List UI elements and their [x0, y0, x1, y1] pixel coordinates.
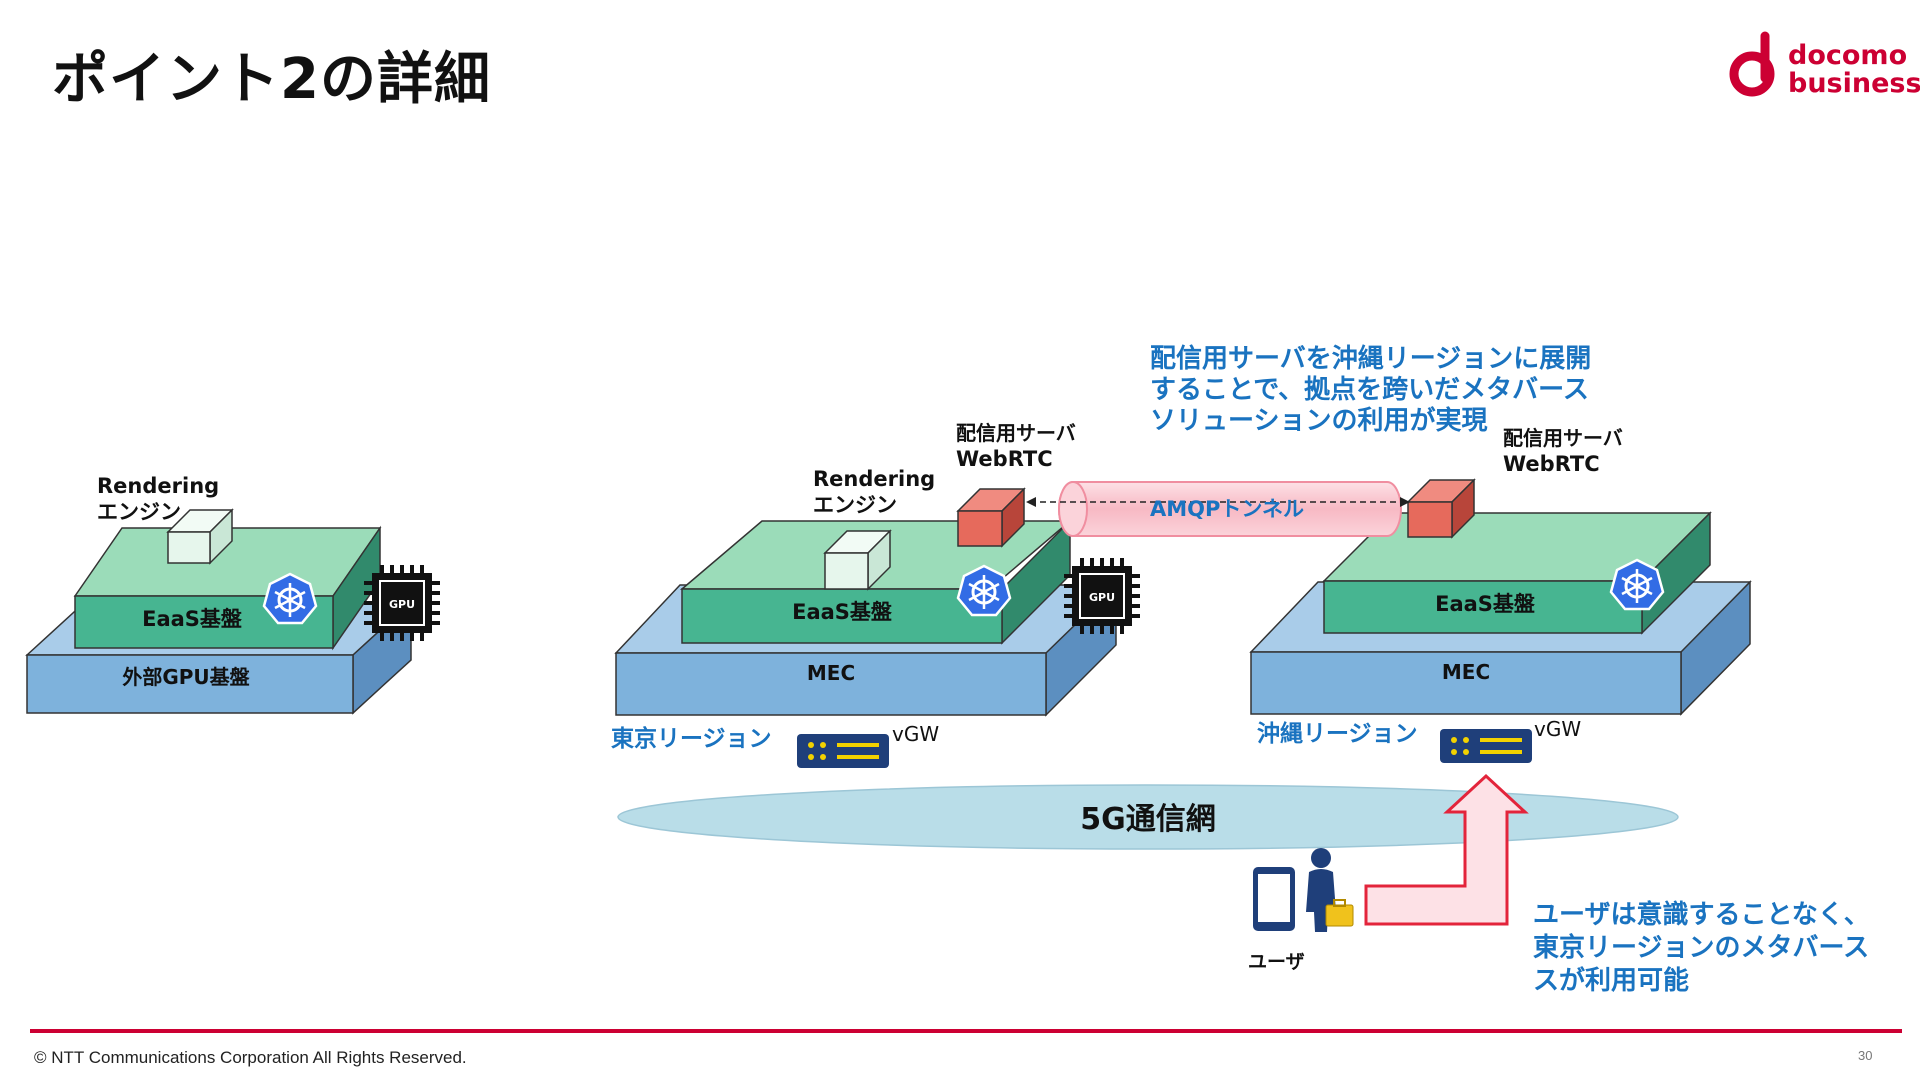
person-icon [1306, 848, 1336, 932]
left-rendering-label-2: エンジン [97, 500, 181, 524]
tokyo-gpu-chip-icon: GPU [1062, 556, 1142, 636]
left-base-label: 外部GPU基盤 [122, 665, 250, 689]
tokyo-eaas-label: EaaS基盤 [792, 600, 893, 624]
user-label: ユーザ [1248, 951, 1305, 973]
left-gpu-chip-icon: GPU [362, 563, 442, 643]
bottom-callout-line-3: スが利用可能 [1533, 965, 1689, 996]
5g-network-label: 5G通信網 [1080, 802, 1216, 837]
okinawa-mec-stack: 配信用サーバ WebRTC EaaS基盤 MEC 沖縄リージョン vGW [1249, 426, 1752, 763]
left-rendering-cube-front [167, 531, 211, 564]
page-title: ポイント2の詳細 [52, 47, 491, 112]
bottom-callout-line-2: 東京リージョンのメタバース [1533, 932, 1869, 963]
okinawa-base-front [1250, 651, 1682, 715]
top-callout: 配信用サーバを沖縄リージョンに展開 することで、拠点を跨いだメタバース ソリュー… [1150, 344, 1591, 436]
docomo-business-logo: docomo business [1728, 30, 1920, 102]
logo-line2: business [1788, 68, 1920, 99]
amqp-arrow-right-icon [1400, 497, 1410, 507]
left-gpu-stack: Rendering エンジン EaaS基盤 外部GPU基盤 GPU [25, 474, 442, 715]
left-gpu-chip-label: GPU [389, 598, 415, 611]
user-group: ユーザ [1248, 848, 1354, 973]
okinawa-server-label-1: 配信用サーバ [1503, 426, 1623, 450]
left-rendering-label-1: Rendering [97, 474, 219, 498]
smartphone-icon [1253, 867, 1295, 931]
tokyo-server-cube-front [957, 510, 1003, 547]
user-access-arrow [1364, 773, 1529, 926]
tokyo-rendering-cube-front [824, 552, 869, 590]
top-callout-line-3: ソリューションの利用が実現 [1150, 405, 1487, 436]
tokyo-eaas-front [681, 588, 1003, 644]
amqp-tunnel-opening [1058, 481, 1088, 537]
okinawa-eaas-label: EaaS基盤 [1435, 592, 1536, 616]
amqp-arrow-left-icon [1026, 497, 1036, 507]
top-callout-line-2: することで、拠点を跨いだメタバース [1150, 374, 1589, 405]
tokyo-rendering-label-2: エンジン [813, 493, 897, 517]
okinawa-server-cube-front [1407, 501, 1453, 538]
copyright-text: © NTT Communications Corporation All Rig… [34, 1048, 467, 1067]
tokyo-base-front [615, 652, 1047, 716]
tokyo-gpu-chip-label: GPU [1089, 591, 1115, 604]
bent-arrow-icon [1364, 773, 1529, 926]
amqp-tunnel-label: AMQPトンネル [1150, 497, 1304, 521]
briefcase-icon [1325, 899, 1354, 927]
okinawa-region-label: 沖縄リージョン [1257, 721, 1418, 747]
left-base-front [26, 654, 354, 714]
okinawa-vgw-icon [1440, 729, 1532, 763]
tokyo-mec-stack: Rendering エンジン 配信用サーバ WebRTC EaaS基盤 MEC … [611, 421, 1142, 768]
amqp-tunnel: AMQPトンネル [1026, 481, 1410, 537]
tokyo-server-label-1: 配信用サーバ [956, 421, 1076, 445]
docomo-d-mark-icon [1729, 31, 1775, 97]
tokyo-server-label-2: WebRTC [956, 447, 1053, 471]
5g-network: 5G通信網 [617, 784, 1679, 850]
tokyo-region-label: 東京リージョン [611, 725, 772, 752]
okinawa-vgw-label: vGW [1534, 717, 1581, 741]
footer-divider [30, 1029, 1902, 1033]
page-number: 30 [1858, 1048, 1873, 1063]
okinawa-eaas-front [1323, 580, 1643, 634]
bottom-callout-line-1: ユーザは意識することなく、 [1533, 899, 1870, 930]
logo-line1: docomo [1788, 40, 1908, 71]
tokyo-rendering-label-1: Rendering [813, 467, 935, 491]
5g-network-ellipse [617, 784, 1679, 850]
top-callout-line-1: 配信用サーバを沖縄リージョンに展開 [1150, 344, 1591, 374]
tokyo-vgw-icon [797, 734, 889, 768]
tokyo-vgw-label: vGW [892, 722, 939, 746]
left-eaas-label: EaaS基盤 [142, 607, 243, 631]
okinawa-base-label: MEC [1442, 660, 1490, 684]
okinawa-server-label-2: WebRTC [1503, 452, 1600, 476]
bottom-callout: ユーザは意識することなく、 東京リージョンのメタバース スが利用可能 [1533, 899, 1870, 996]
tokyo-base-label: MEC [807, 661, 855, 685]
